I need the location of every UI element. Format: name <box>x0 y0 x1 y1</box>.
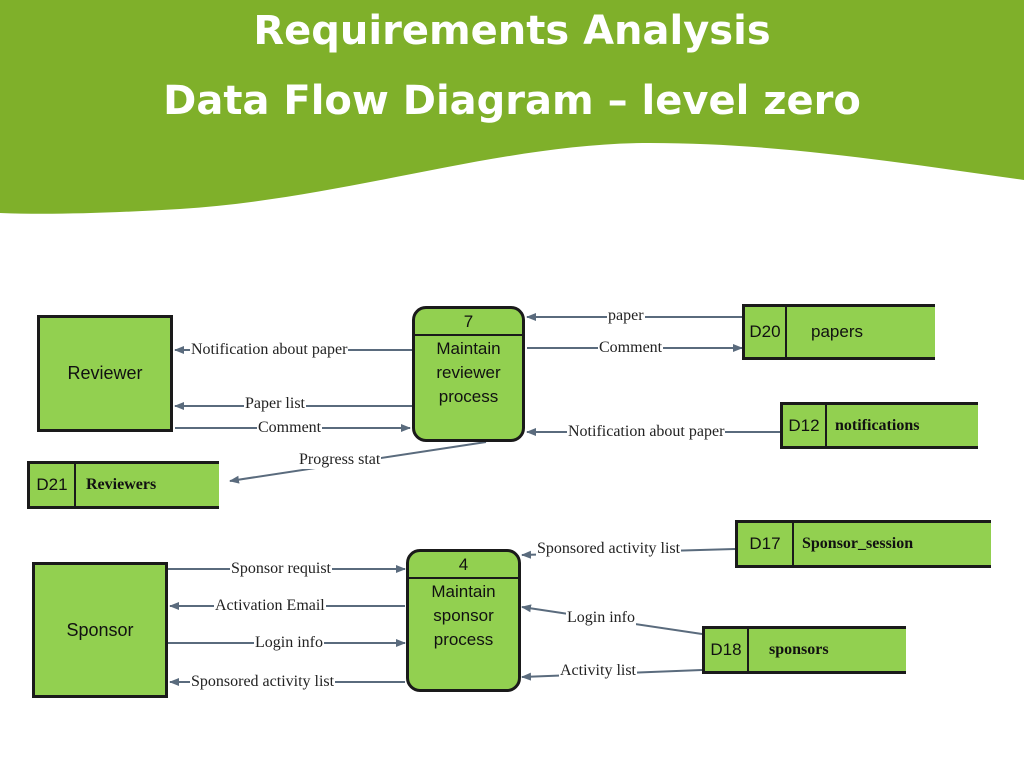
flow-label-notification-to-reviewer: Notification about paper <box>190 341 349 359</box>
process-id: 7 <box>415 309 522 336</box>
flow-label-login-info-from-sponsor: Login info <box>254 634 324 652</box>
store-id: D12 <box>783 405 827 446</box>
title-banner <box>0 0 1024 221</box>
entity-sponsor: Sponsor <box>32 562 168 698</box>
entity-reviewer-label: Reviewer <box>67 363 143 383</box>
store-name: Sponsor_session <box>802 535 914 552</box>
process-name: Maintain sponsor process <box>431 582 496 649</box>
flow-label-sponsored-activity-from-session: Sponsored activity list <box>536 540 682 558</box>
flow-label-notification-from-store: Notification about paper <box>567 423 726 441</box>
store-id: D17 <box>738 523 794 565</box>
store-notifications: D12 notifications <box>780 402 978 449</box>
process-maintain-reviewer: 7 Maintain reviewer process <box>412 306 525 442</box>
banner-fill <box>0 0 1024 214</box>
process-id: 4 <box>409 552 518 579</box>
entity-reviewer: Reviewer <box>37 315 173 432</box>
slide-title-line1: Requirements Analysis <box>253 8 771 54</box>
flow-label-comment-to-papers: Comment <box>598 339 664 357</box>
process-maintain-sponsor: 4 Maintain sponsor process <box>406 549 521 692</box>
entity-sponsor-label: Sponsor <box>66 619 134 640</box>
slide-title-line2: Data Flow Diagram – level zero <box>163 78 861 124</box>
store-sponsors: D18 sponsors <box>702 626 906 674</box>
store-sponsor-session: D17 Sponsor_session <box>735 520 991 568</box>
flow-label-activation-email: Activation Email <box>214 597 326 615</box>
flow-label-paper-list: Paper list <box>244 395 306 413</box>
process-name: Maintain reviewer process <box>436 339 501 406</box>
flow-label-comment-from-reviewer: Comment <box>257 419 323 437</box>
store-name: papers <box>811 322 863 341</box>
flow-label-activity-list: Activity list <box>559 662 637 680</box>
flow-label-paper: paper <box>607 307 645 325</box>
store-name: notifications <box>835 416 920 434</box>
flow-label-login-info-from-store: Login info <box>566 609 636 627</box>
store-reviewers: D21 Reviewers <box>27 461 219 509</box>
store-id: D20 <box>745 307 787 357</box>
flow-label-sponsor-requist: Sponsor requist <box>230 560 332 578</box>
store-id: D18 <box>705 629 749 671</box>
store-name: Reviewers <box>86 476 157 493</box>
store-id: D21 <box>30 464 76 506</box>
flow-label-progress-stat: Progress stat <box>298 451 382 469</box>
store-name: sponsors <box>769 641 829 658</box>
flow-label-sponsored-activity-to-sponsor: Sponsored activity list <box>190 673 336 691</box>
store-papers: D20 papers <box>742 304 935 360</box>
